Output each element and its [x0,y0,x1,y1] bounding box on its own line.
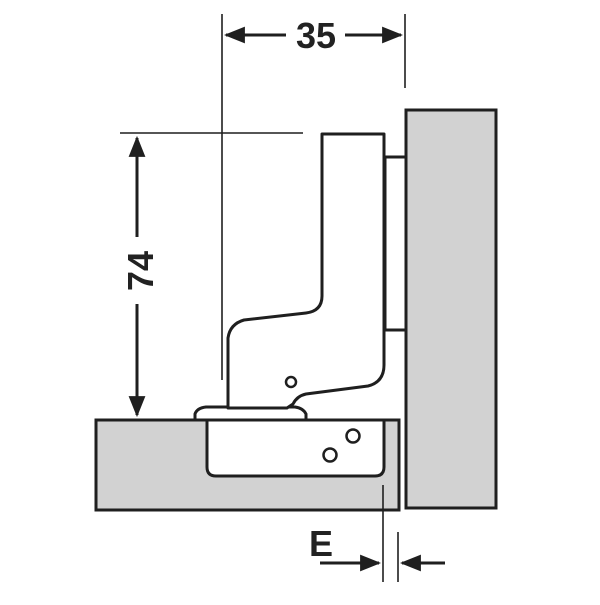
hinge-cup [205,418,386,478]
side-panel [404,108,498,510]
hinge-arm [226,132,386,410]
overlay-dimension-label: E [309,523,333,564]
cup-screw-hole-upper [345,428,361,444]
mounting-plate [383,155,408,332]
height-dimension-label: 74 [120,251,161,291]
cup-screw-hole-lower [322,447,338,463]
arm-screw-hole [284,375,298,389]
width-dimension-label: 35 [296,15,336,56]
hinge-cup-flange [193,405,308,422]
